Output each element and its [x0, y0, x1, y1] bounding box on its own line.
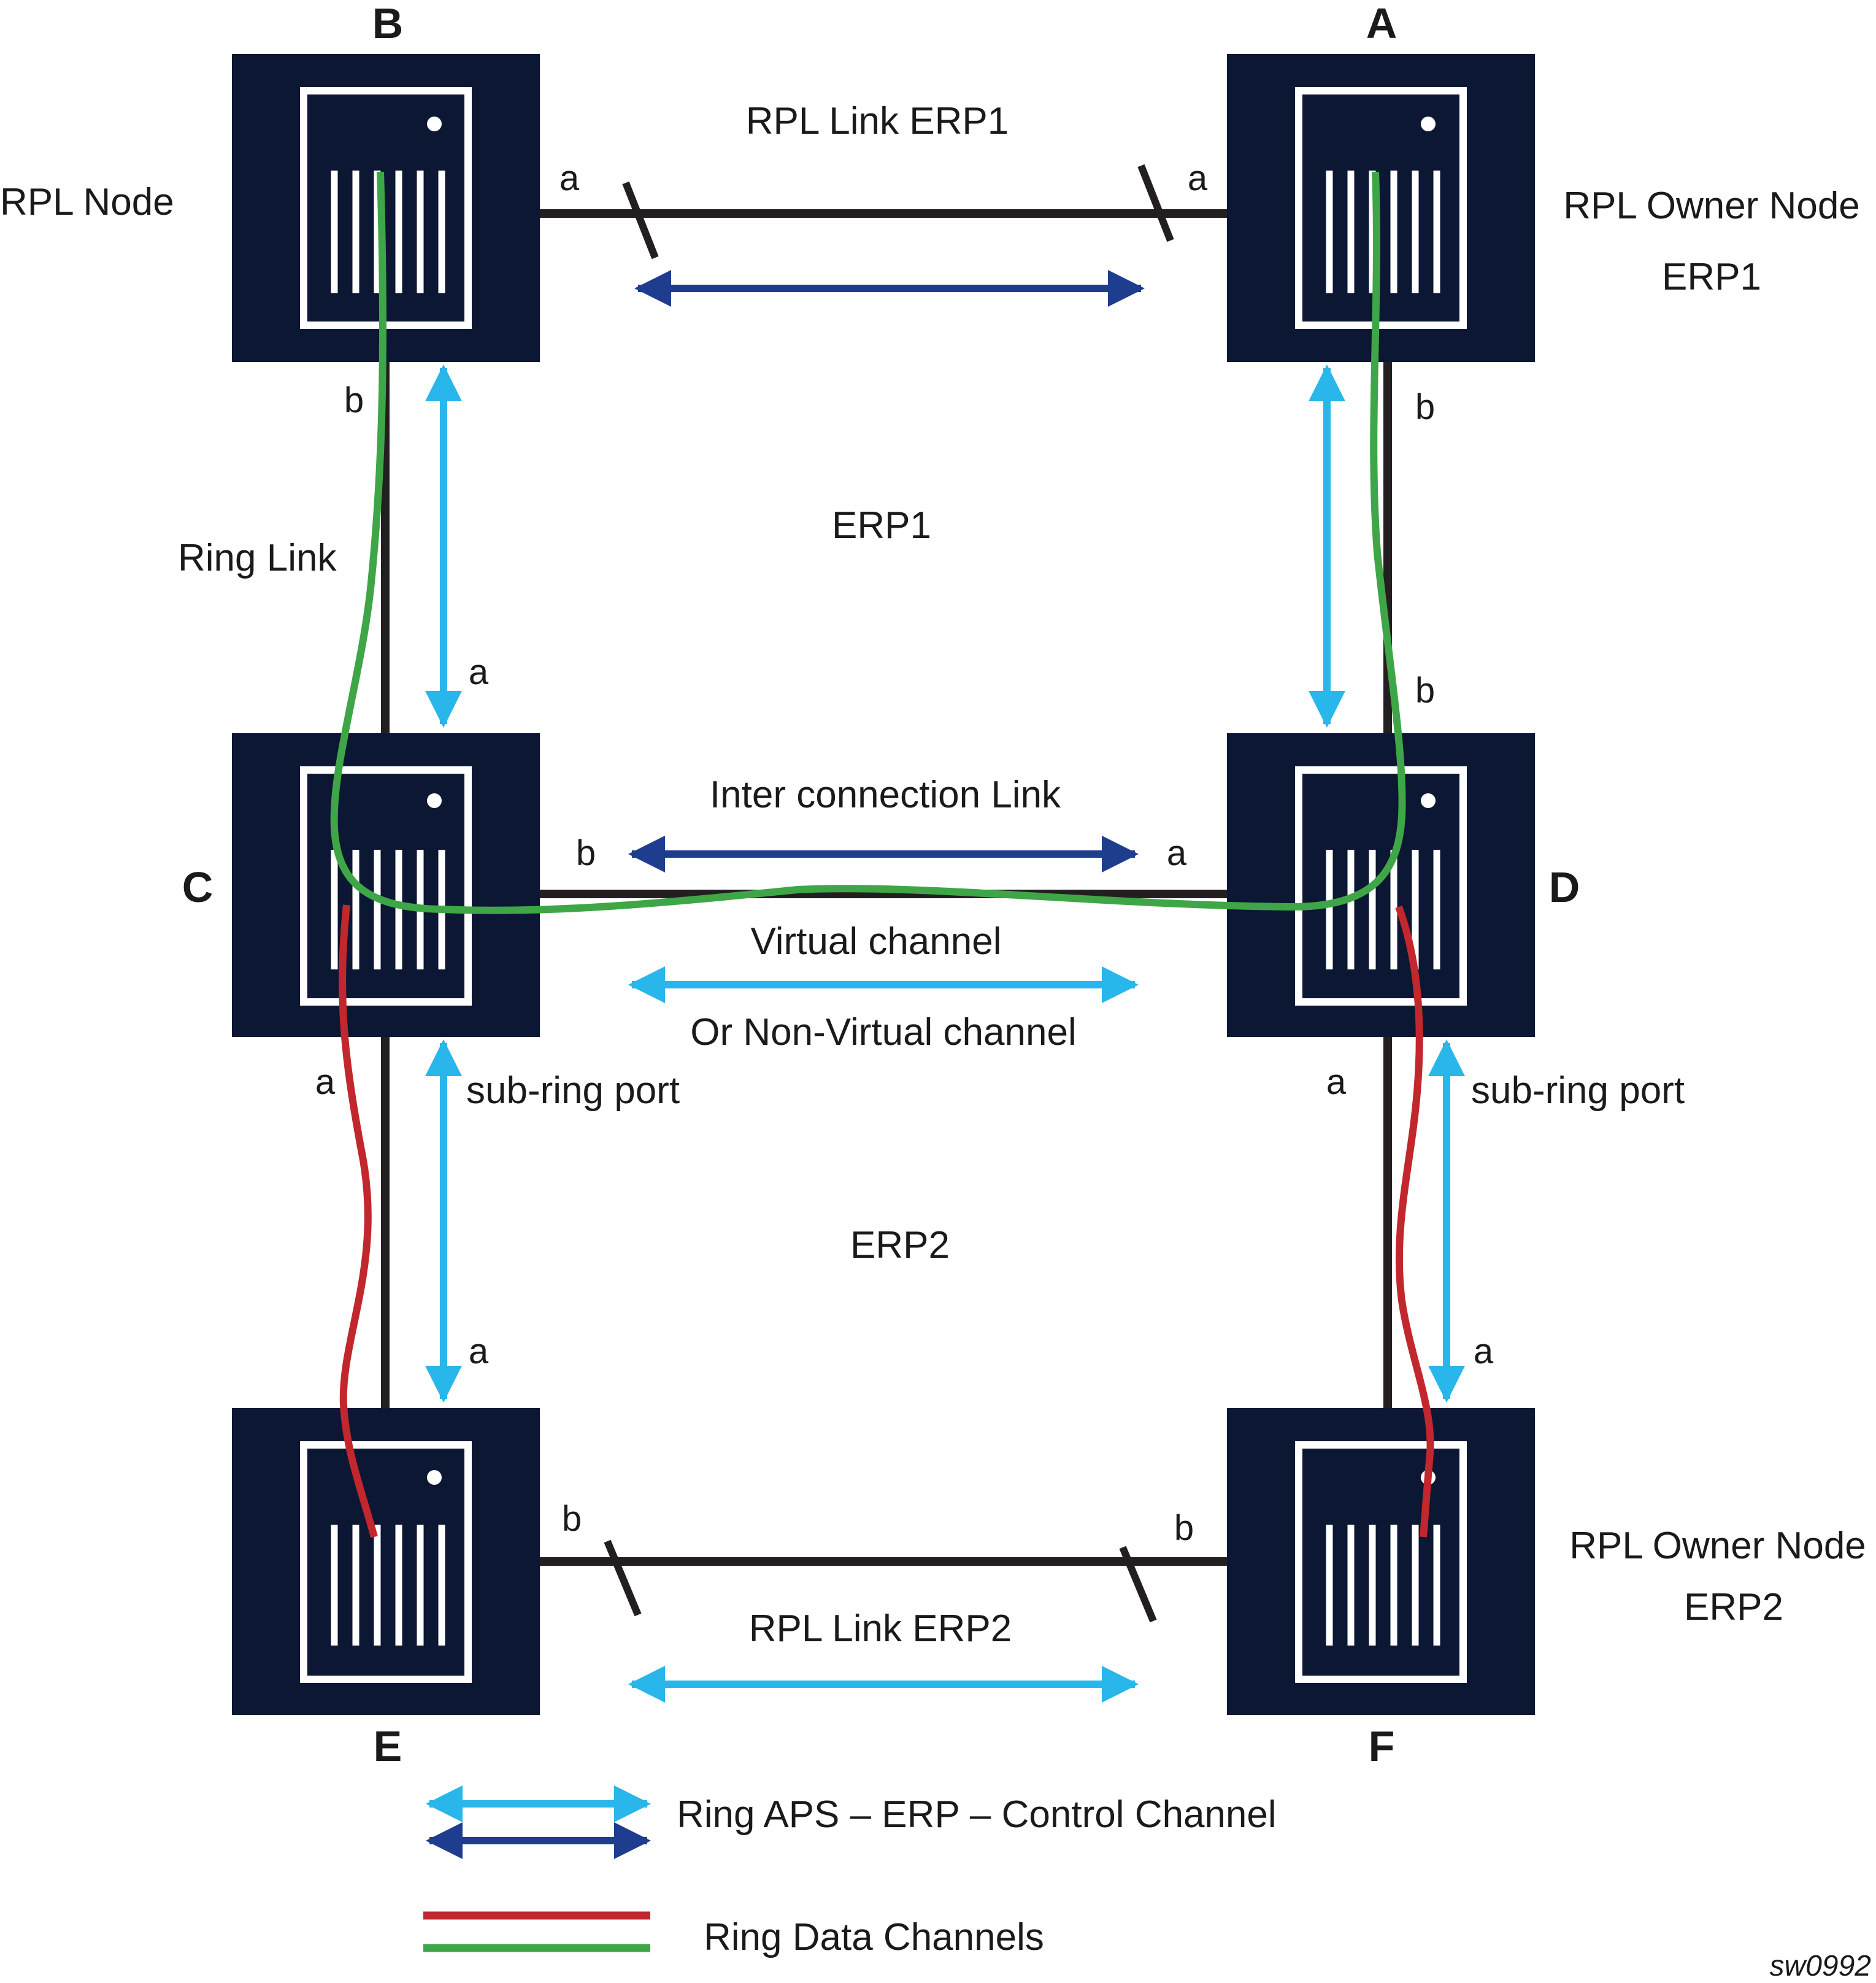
blocked-port-marks — [604, 164, 1174, 1623]
label-rpl-link-erp2: RPL Link ERP2 — [749, 1608, 1012, 1650]
port-label: a — [1326, 1062, 1347, 1102]
legend-control-channel-label: Ring APS – ERP – Control Channel — [677, 1793, 1277, 1836]
physical-links — [381, 209, 1392, 1566]
label-erp2: ERP2 — [850, 1224, 950, 1266]
label-non-virtual-channel: Or Non-Virtual channel — [690, 1011, 1077, 1053]
label-rpl-owner-node-erp2-ring: ERP2 — [1684, 1586, 1783, 1628]
node-a — [1227, 54, 1535, 362]
node-letter-c: C — [182, 863, 213, 911]
node-letter-f: F — [1369, 1722, 1395, 1770]
label-rpl-owner-node-erp2: RPL Owner Node — [1569, 1525, 1866, 1567]
label-inter-connection-link: Inter connection Link — [710, 774, 1061, 816]
blocked-mark-a — [1137, 164, 1174, 242]
port-label: a — [1188, 158, 1208, 198]
node-letter-b: B — [372, 0, 404, 47]
blocked-mark-f — [1119, 1546, 1157, 1623]
port-label: a — [469, 1331, 489, 1371]
port-label: a — [1167, 833, 1187, 873]
node-f — [1227, 1408, 1535, 1715]
label-rpl-node: RPL Node — [0, 181, 174, 223]
port-label: a — [469, 652, 489, 692]
label-erp1: ERP1 — [832, 504, 931, 547]
node-c — [232, 733, 540, 1037]
label-sub-ring-port-left: sub-ring port — [466, 1069, 680, 1112]
port-labels: a a b b a b b a a a a a b b — [315, 158, 1494, 1548]
label-rpl-owner-node-erp1-ring: ERP1 — [1662, 256, 1761, 298]
label-virtual-channel: Virtual channel — [750, 920, 1001, 963]
node-letter-e: E — [374, 1722, 402, 1770]
legend-data-channels-label: Ring Data Channels — [704, 1916, 1044, 1958]
node-d — [1227, 733, 1535, 1037]
port-label: b — [1174, 1508, 1194, 1548]
node-e — [232, 1408, 540, 1715]
port-label: a — [1474, 1331, 1494, 1371]
port-label: b — [1415, 387, 1435, 427]
legend: Ring APS – ERP – Control Channel Ring Da… — [423, 1785, 1277, 1958]
port-label: b — [562, 1499, 582, 1539]
data-channel-green — [330, 171, 1406, 914]
label-ring-link: Ring Link — [178, 537, 337, 579]
data-channel-red-right — [1395, 905, 1434, 1538]
port-label: b — [576, 833, 596, 873]
blocked-mark-b — [622, 181, 659, 260]
port-label: b — [344, 380, 364, 420]
node-letter-a: A — [1366, 0, 1397, 47]
control-channel-arrows — [425, 270, 1465, 1703]
node-letter-d: D — [1549, 863, 1580, 911]
blocked-mark-e — [604, 1539, 642, 1617]
label-rpl-owner-node-erp1: RPL Owner Node — [1563, 185, 1860, 227]
port-label: a — [315, 1062, 336, 1102]
label-rpl-link-erp1: RPL Link ERP1 — [746, 100, 1009, 142]
figure-id: sw0992 — [1770, 1950, 1871, 1982]
port-label: a — [559, 158, 580, 198]
data-channel-red-left — [339, 904, 378, 1538]
label-sub-ring-port-right: sub-ring port — [1471, 1069, 1685, 1112]
port-label: b — [1415, 671, 1435, 710]
